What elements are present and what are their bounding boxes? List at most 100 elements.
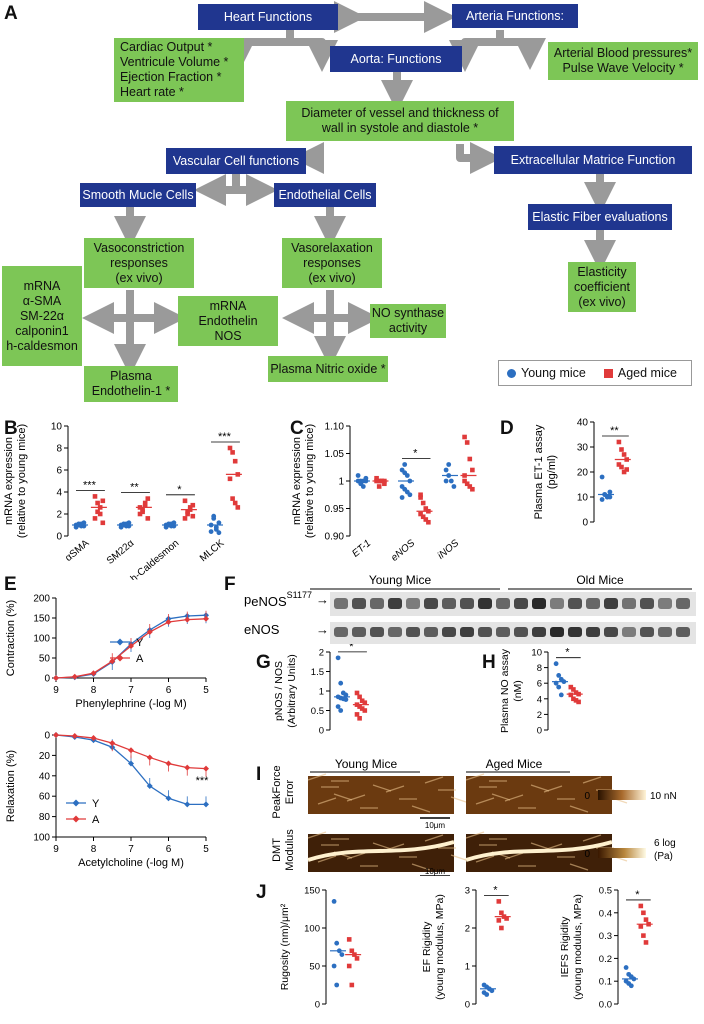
y-tick-label: 20 xyxy=(577,468,589,479)
y-tick-label: 1 xyxy=(319,687,324,698)
blot-band xyxy=(352,627,366,637)
aged-point xyxy=(187,505,193,510)
young-point xyxy=(213,524,219,530)
aged-point xyxy=(420,500,426,506)
blot-band xyxy=(334,627,348,637)
vasoconstriction-text: Vasoconstriction xyxy=(93,240,185,255)
y-tick-label: 6 xyxy=(537,679,542,690)
aged-point xyxy=(71,673,78,680)
afm-fiber xyxy=(465,840,613,862)
young-point xyxy=(556,673,562,678)
blot-band xyxy=(676,598,690,609)
afm-texture-stroke xyxy=(411,805,431,813)
colorbar-max-unit: (Pa) xyxy=(654,851,673,862)
mrna-endo-text: NOS xyxy=(214,328,242,343)
afm-row-label: DMT xyxy=(271,838,283,862)
y-tick-label: 0.5 xyxy=(311,706,324,717)
aged-point xyxy=(382,481,387,487)
smooth-muscle-box: Smooth Mucle Cells xyxy=(80,183,196,207)
young-point xyxy=(446,462,452,467)
y-tick-label: 6 xyxy=(56,466,62,477)
aged-point xyxy=(643,917,649,922)
plasma-no-box: Plasma Nitric oxide * xyxy=(268,356,388,382)
aged-point xyxy=(90,735,97,742)
aged-point xyxy=(230,496,235,501)
afm-texture-stroke xyxy=(504,794,524,802)
panel-label-f: F xyxy=(224,574,236,595)
y-axis-label: (relative to young mice) xyxy=(16,424,28,538)
aged-point xyxy=(423,517,429,522)
afm-texture-stroke xyxy=(346,794,366,802)
aged-point xyxy=(146,754,153,761)
young-point xyxy=(607,489,613,495)
blot-band xyxy=(640,627,654,637)
y-tick-label: 0 xyxy=(56,532,62,543)
aged-point xyxy=(92,494,98,499)
blot-band xyxy=(586,598,600,609)
heart-param: Ventricule Volume * xyxy=(120,55,229,69)
young-point xyxy=(338,680,344,686)
aged-point xyxy=(128,747,134,754)
arrow-arteria-aorta xyxy=(449,38,500,72)
x-tick-label: 5 xyxy=(203,844,209,855)
y-tick-label: 1.10 xyxy=(325,422,345,433)
blot-band xyxy=(622,598,636,609)
blot-band xyxy=(352,598,366,609)
afm-aged-label: Aged Mice xyxy=(486,757,543,771)
blot-strip xyxy=(330,622,696,644)
y-tick-label: 100 xyxy=(33,634,50,645)
scalebar-label: 10μm xyxy=(425,867,446,876)
y-tick-label: 30 xyxy=(577,443,589,454)
y-tick-label: 200 xyxy=(33,594,50,605)
aged-point xyxy=(142,500,148,506)
aged-point xyxy=(418,511,423,517)
aged-point xyxy=(109,658,116,665)
y-tick-label: 40 xyxy=(39,771,51,782)
aged-point xyxy=(100,498,106,504)
panel-label-c: C xyxy=(290,418,304,439)
aged-point xyxy=(95,500,100,506)
vasoconstriction-text: (ex vivo) xyxy=(115,270,163,285)
aged-point xyxy=(182,516,188,521)
y-tick-label: 0.0 xyxy=(599,1000,612,1011)
aged-point xyxy=(616,439,622,445)
aged-point xyxy=(423,506,429,511)
afm-texture-stroke xyxy=(465,773,485,781)
no-synthase-text: NO synthase xyxy=(371,306,445,320)
young-point xyxy=(211,513,217,519)
blot-band xyxy=(496,598,510,609)
young-point xyxy=(335,704,341,709)
y-tick-label: 2 xyxy=(56,510,62,521)
heart-params-box: Cardiac Output * Ventricule Volume * Eje… xyxy=(114,38,244,102)
y-tick-label: 0.1 xyxy=(599,977,612,988)
blot-band xyxy=(622,627,636,637)
aged-point xyxy=(128,643,134,649)
aged-point xyxy=(418,495,423,500)
blot-band xyxy=(460,627,474,637)
significance-label: ** xyxy=(610,425,619,437)
flowchart-arrows xyxy=(82,1,616,376)
legend-label: Y xyxy=(92,798,100,810)
aged-point xyxy=(376,484,382,489)
blot-band xyxy=(370,627,384,637)
young-point xyxy=(216,520,222,526)
blot-band xyxy=(658,627,672,637)
y-tick-label: 0 xyxy=(315,1000,320,1011)
aged-point xyxy=(184,616,191,623)
x-tick-label: 7 xyxy=(128,685,134,696)
x-axis-label: Acetylcholine (-log M) xyxy=(78,857,184,869)
aged-point xyxy=(97,511,103,517)
aged-point xyxy=(71,733,78,740)
old-mice-label: Old Mice xyxy=(576,573,624,587)
aged-point xyxy=(354,956,360,961)
young-point xyxy=(355,473,361,478)
y-tick-label: 100 xyxy=(304,924,320,935)
afm-row-label: PeakForce xyxy=(271,765,283,818)
y-tick-label: 100 xyxy=(33,833,50,844)
aged-point xyxy=(53,732,59,738)
blot-band xyxy=(640,598,654,609)
young-point xyxy=(216,530,222,536)
afm-texture-stroke xyxy=(504,852,524,860)
